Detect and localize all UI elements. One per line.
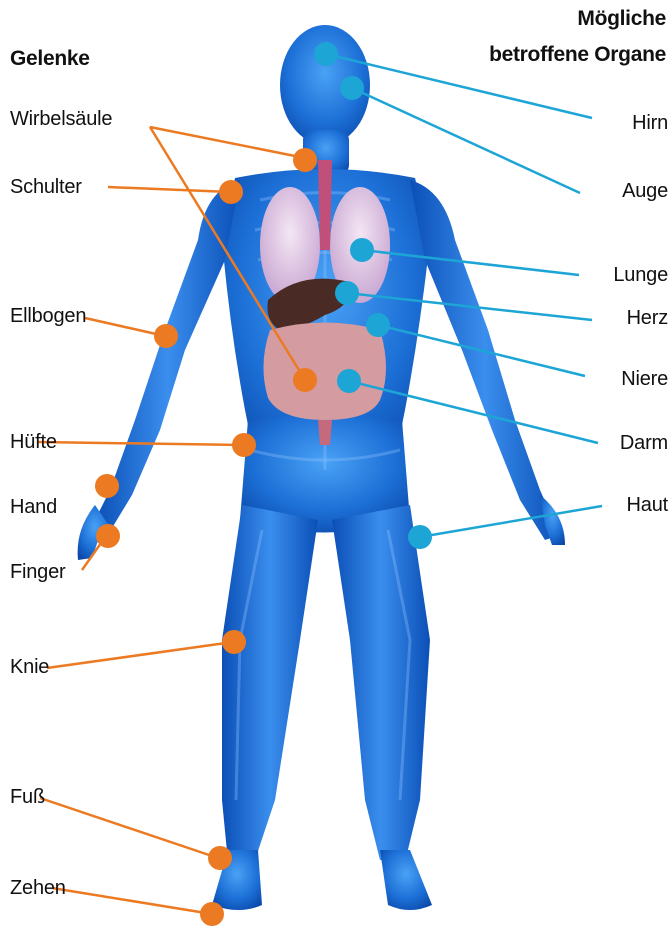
joints-title: Gelenke xyxy=(10,47,90,71)
marker-brain xyxy=(314,42,338,66)
marker-knee xyxy=(222,630,246,654)
label-eye: Auge xyxy=(622,179,668,203)
label-kidney: Niere xyxy=(621,367,668,391)
marker-hip xyxy=(232,433,256,457)
right-arm xyxy=(410,180,560,540)
label-lung: Lunge xyxy=(613,263,668,287)
label-foot: Fuß xyxy=(10,785,45,809)
marker-kidney xyxy=(366,313,390,337)
organs-title-line2: betroffene Organe xyxy=(489,43,666,67)
marker-heart xyxy=(335,281,359,305)
label-intestine: Darm xyxy=(620,431,668,455)
line-knee xyxy=(47,642,233,668)
label-elbow: Ellbogen xyxy=(10,304,86,328)
marker-spine-neck xyxy=(293,148,317,172)
line-foot xyxy=(40,798,218,858)
intestines xyxy=(263,323,386,421)
label-knee: Knie xyxy=(10,655,49,679)
human-figure xyxy=(78,25,565,910)
label-heart: Herz xyxy=(627,306,668,330)
marker-lung xyxy=(350,238,374,262)
marker-eye xyxy=(340,76,364,100)
marker-foot xyxy=(208,846,232,870)
marker-intestine xyxy=(337,369,361,393)
line-hip xyxy=(38,442,243,445)
label-spine: Wirbelsäule xyxy=(10,107,112,131)
organs-title-line1: Mögliche xyxy=(577,7,666,31)
line-toes xyxy=(52,888,212,914)
left-arm xyxy=(95,180,240,528)
marker-hand xyxy=(95,474,119,498)
line-spine-1 xyxy=(150,127,305,158)
marker-spine-lower xyxy=(293,368,317,392)
label-hand: Hand xyxy=(10,495,57,519)
trachea xyxy=(318,160,332,250)
marker-skin xyxy=(408,525,432,549)
marker-toes xyxy=(200,902,224,926)
label-hip: Hüfte xyxy=(10,430,57,454)
colon xyxy=(318,420,332,445)
right-foot xyxy=(380,850,432,910)
label-toes: Zehen xyxy=(10,876,66,900)
label-finger: Finger xyxy=(10,560,66,584)
label-shoulder: Schulter xyxy=(10,175,82,199)
marker-finger xyxy=(96,524,120,548)
line-skin xyxy=(420,506,602,537)
line-shoulder xyxy=(108,187,230,192)
label-skin: Haut xyxy=(627,493,668,517)
label-brain: Hirn xyxy=(632,111,668,135)
left-leg xyxy=(222,505,318,862)
marker-elbow xyxy=(154,324,178,348)
marker-shoulder xyxy=(219,180,243,204)
line-elbow xyxy=(85,318,165,336)
right-leg xyxy=(332,505,430,862)
